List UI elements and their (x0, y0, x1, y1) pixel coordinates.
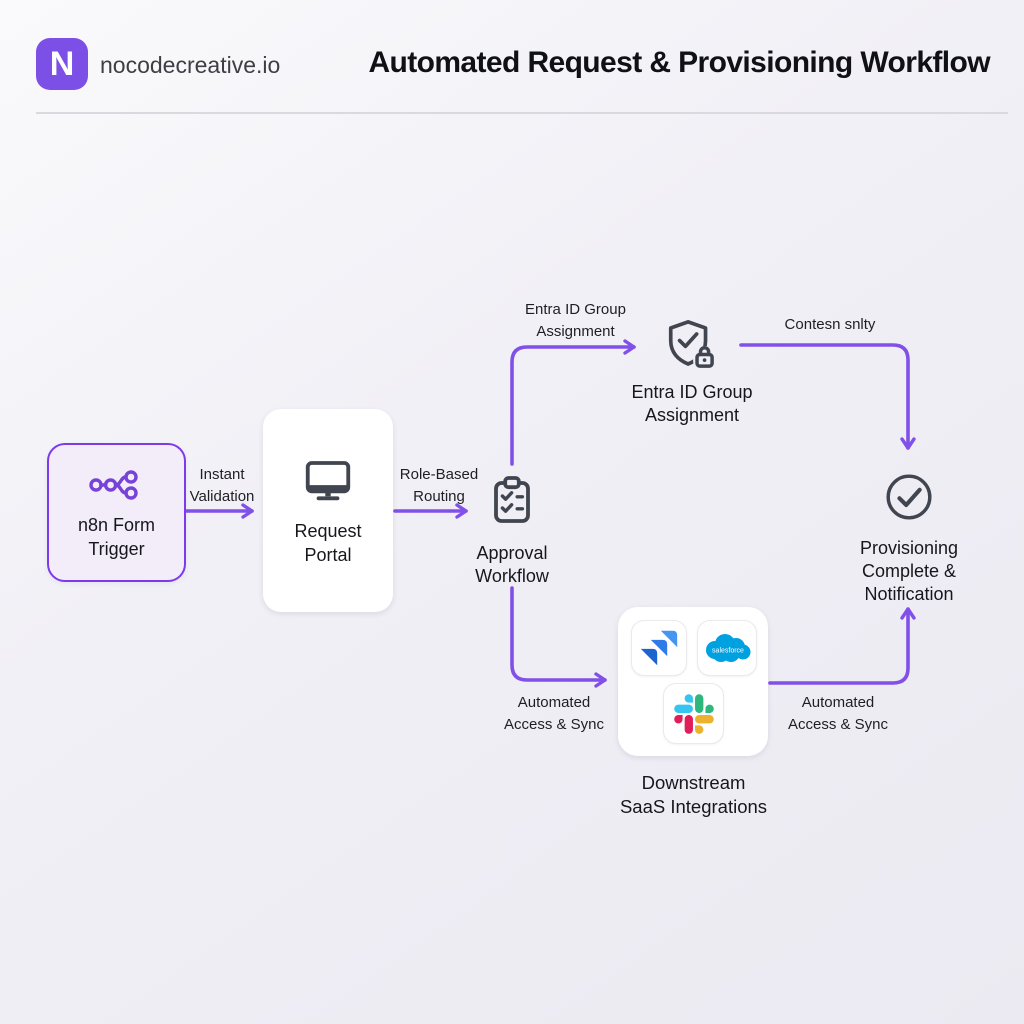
n8n-icon (88, 470, 138, 501)
edge-label-context: Contesn snlty (784, 316, 876, 333)
node-request-portal: Request Portal (263, 409, 393, 612)
brand-name: nocodecreative.io (100, 52, 281, 78)
page-title: Automated Request & Provisioning Workflo… (368, 46, 990, 79)
slack-tile (663, 683, 724, 744)
node-label-provisioning-complete: Provisioning Complete & Notification (859, 538, 959, 605)
node-label-n8n-form-trigger: n8n Form Trigger (77, 515, 156, 559)
node-provisioning-complete: Provisioning Complete & Notification (826, 471, 992, 606)
salesforce-tile: salesforce (697, 620, 757, 676)
edge-label-instant-validation: Instant Validation (189, 466, 255, 505)
node-downstream-saas-integrations: salesforce (618, 607, 768, 756)
brand-logo-icon: N (36, 38, 88, 90)
salesforce-wordmark: salesforce (712, 648, 744, 655)
node-label-request-portal: Request Portal (294, 521, 362, 565)
edge-sync-right-path (768, 607, 916, 685)
node-label-approval-workflow: Approval Workflow (475, 543, 549, 587)
brand-logo-letter: N (49, 44, 75, 83)
edge-label-automated-access-sync-left: Automated Access & Sync (503, 694, 605, 733)
slack-icon (673, 693, 714, 734)
node-label-downstream-saas-integrations: Downstream SaaS Integrations (619, 772, 768, 817)
jira-tile (631, 620, 687, 676)
edge-label-entra-id-group-assignment: Entra ID Group Assignment (525, 301, 626, 340)
monitor-icon (305, 461, 351, 501)
jira-icon (640, 630, 678, 666)
header-divider (36, 112, 1008, 114)
check-circle-icon (886, 474, 932, 520)
node-approval-workflow: Approval Workflow (444, 474, 580, 588)
clipboard-checklist-icon (494, 476, 530, 523)
node-entra-id-group-assignment: Entra ID Group Assignment (604, 317, 780, 427)
edge-sync-left-path (510, 586, 607, 688)
node-label-entra-id-group-assignment: Entra ID Group Assignment (631, 382, 753, 426)
node-n8n-form-trigger: n8n Form Trigger (47, 443, 186, 582)
edge-label-role-based-routing: Role-Based Routing (399, 466, 479, 505)
edge-label-automated-access-sync-right: Automated Access & Sync (787, 694, 889, 733)
shield-check-lock-icon (668, 319, 716, 369)
salesforce-icon: salesforce (706, 634, 751, 662)
